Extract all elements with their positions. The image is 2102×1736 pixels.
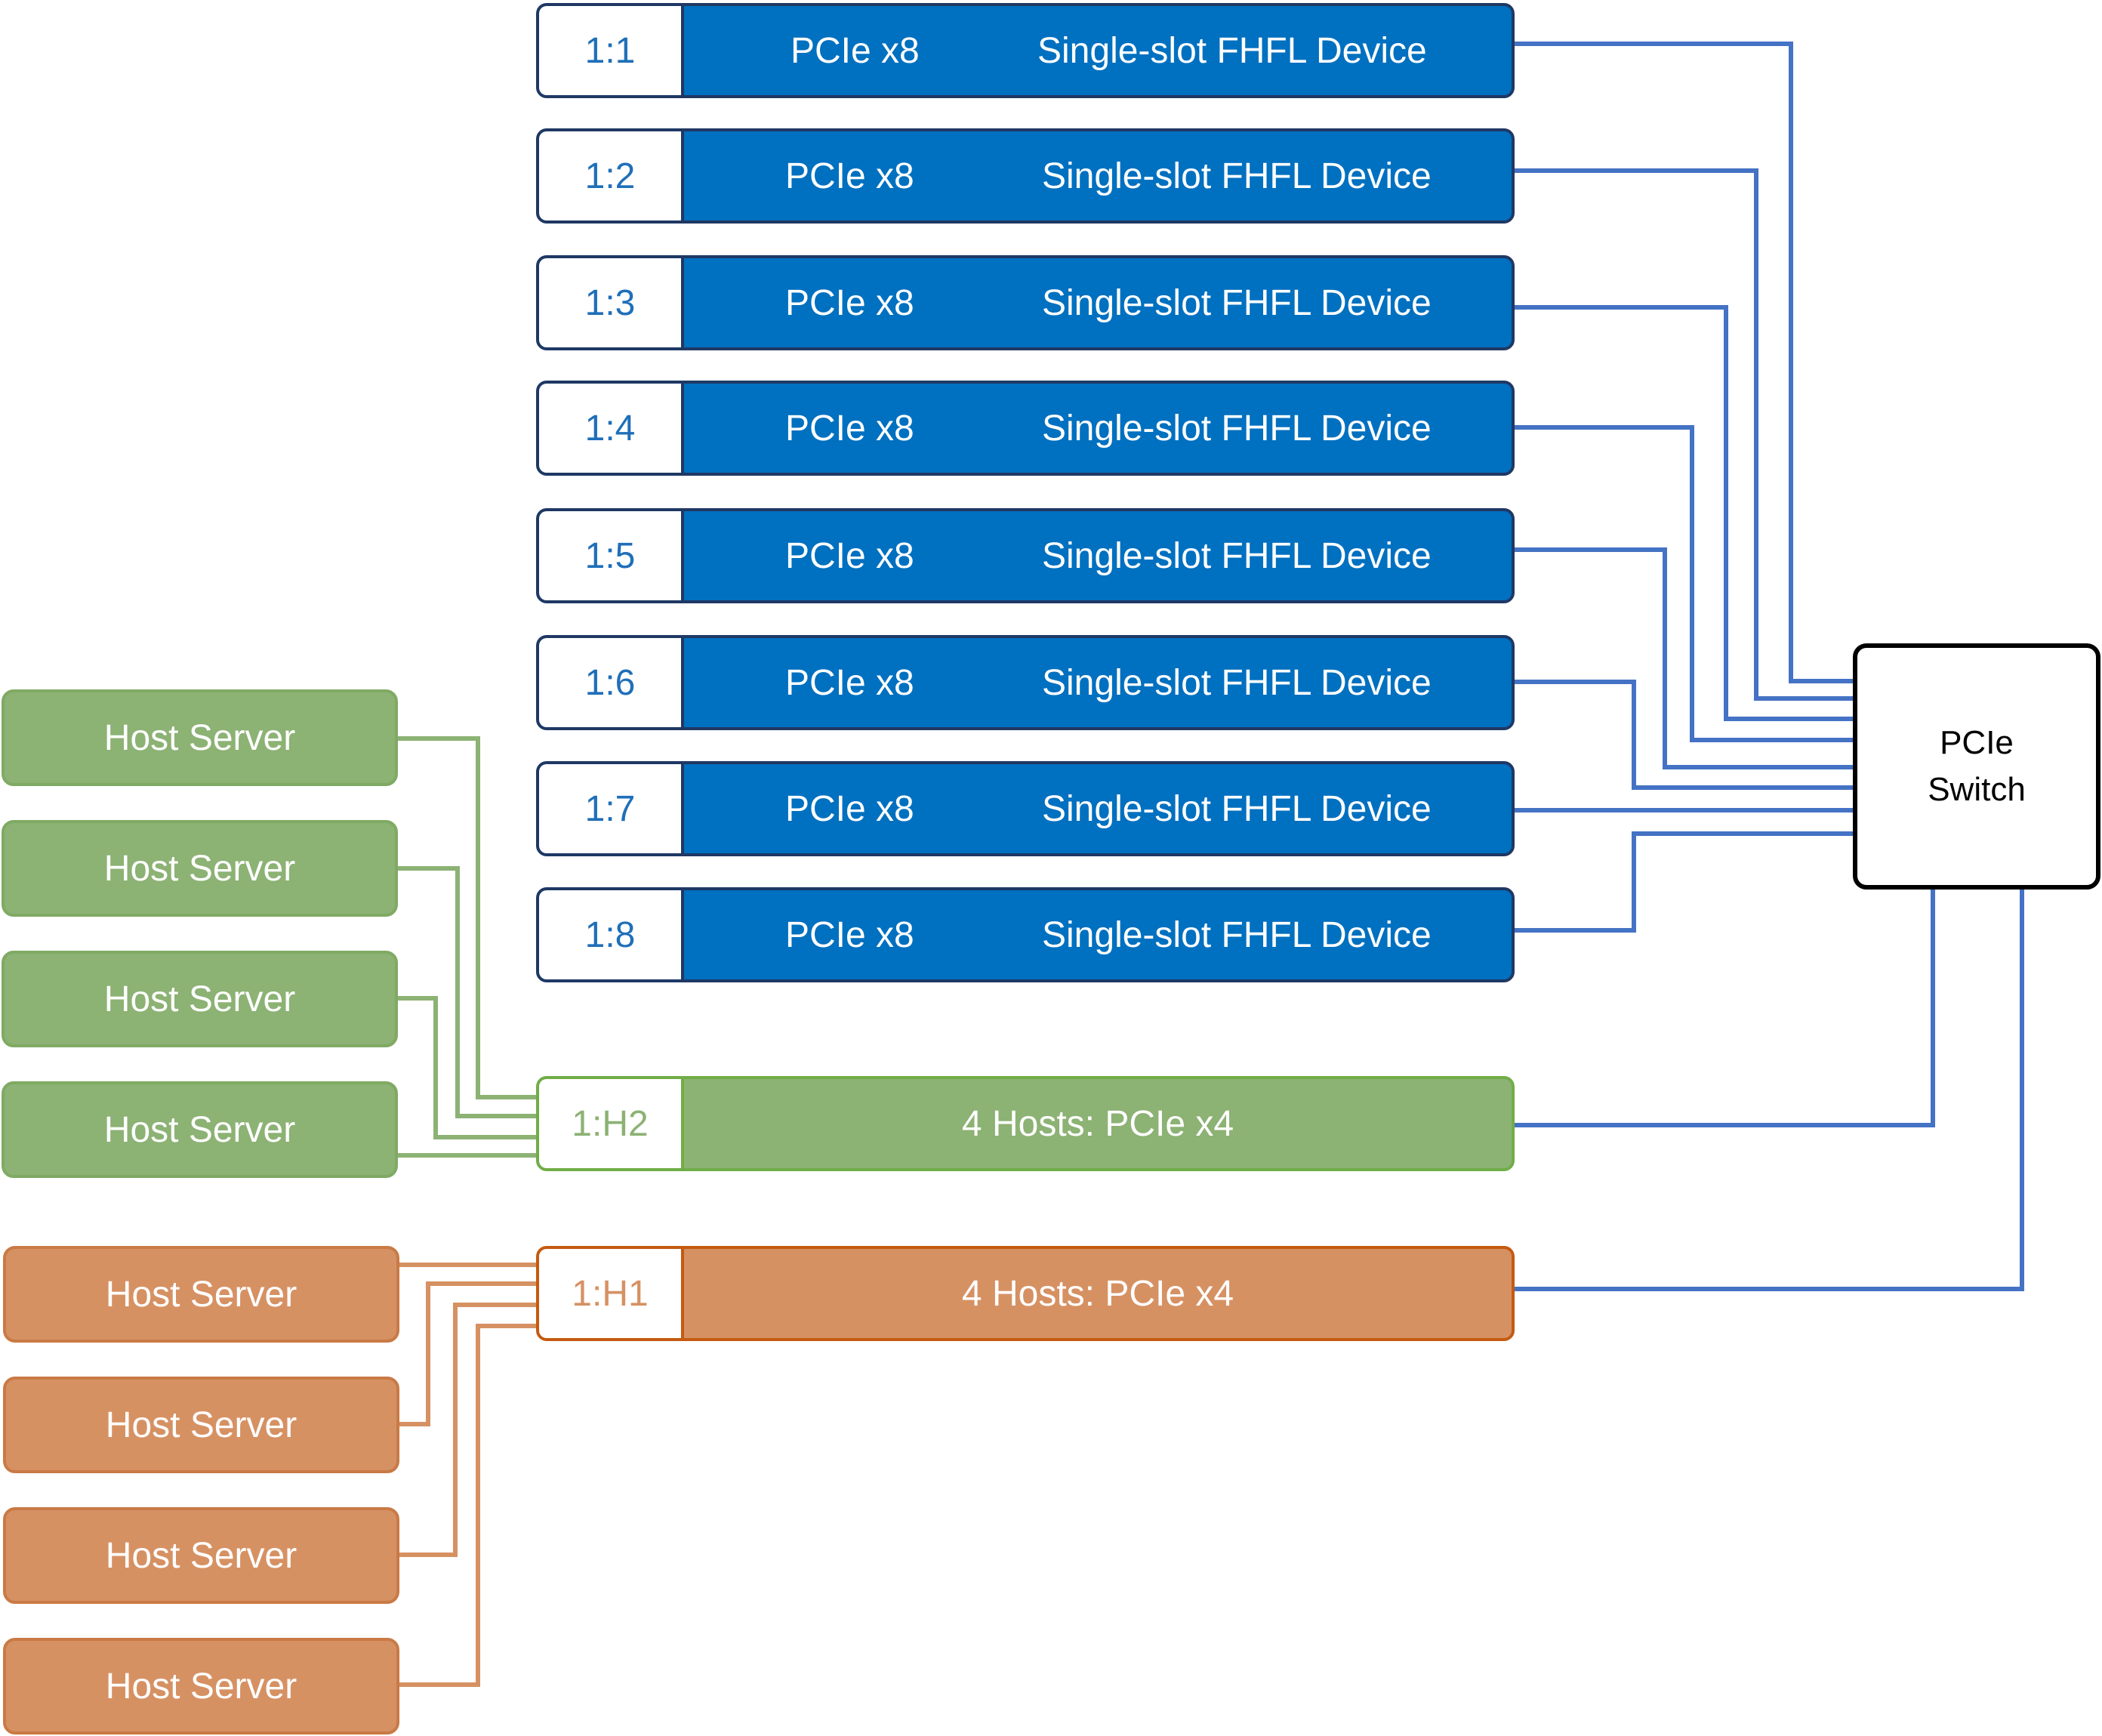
device-slot-8: 1:8 PCIe x8 Single-slot FHFL Device: [536, 887, 1515, 982]
wire-slot-3-to-switch: [1515, 305, 1853, 721]
host-slot-label: 4 Hosts: PCIe x4: [961, 1273, 1234, 1314]
slot-id: 1:7: [539, 764, 684, 853]
slot-id: 1:8: [539, 890, 684, 979]
slot-device-label: Single-slot FHFL Device: [1042, 535, 1432, 576]
wire-slot-1-to-switch: [1515, 42, 1853, 683]
wire-orange-host-2: [399, 1281, 536, 1426]
wire-slot-6-to-switch: [1515, 680, 1853, 790]
slot-device-label: Single-slot FHFL Device: [1037, 30, 1427, 71]
slot-link-width: PCIe x8: [785, 662, 914, 703]
slot-id: 1:1: [539, 6, 684, 95]
slot-device-label: Single-slot FHFL Device: [1042, 408, 1432, 449]
wire-green-host-3: [398, 996, 536, 1139]
green-host-server-4: Host Server: [2, 1081, 398, 1178]
slot-link-width: PCIe x8: [791, 30, 920, 71]
orange-host-server-3: Host Server: [3, 1507, 399, 1604]
wire-h2-to-switch: [1515, 890, 1935, 1127]
slot-id: 1:5: [539, 511, 684, 600]
switch-label-line1: PCIe: [1940, 724, 2014, 761]
switch-label-line2: Switch: [1928, 771, 2026, 808]
slot-link-width: PCIe x8: [785, 788, 914, 829]
device-slot-3: 1:3 PCIe x8 Single-slot FHFL Device: [536, 255, 1515, 350]
slot-device-label: Single-slot FHFL Device: [1042, 662, 1432, 703]
slot-device-label: Single-slot FHFL Device: [1042, 282, 1432, 323]
wire-green-host-1: [398, 736, 536, 1099]
pcie-switch: PCIe Switch: [1853, 643, 2100, 890]
device-slot-6: 1:6 PCIe x8 Single-slot FHFL Device: [536, 635, 1515, 730]
device-slot-4: 1:4 PCIe x8 Single-slot FHFL Device: [536, 381, 1515, 476]
slot-link-width: PCIe x8: [785, 535, 914, 576]
slot-link-width: PCIe x8: [785, 914, 914, 955]
device-slot-2: 1:2 PCIe x8 Single-slot FHFL Device: [536, 128, 1515, 224]
wire-orange-host-3: [399, 1303, 536, 1557]
wire-slot-5-to-switch: [1515, 547, 1853, 769]
slot-id: 1:4: [539, 384, 684, 473]
slot-device-label: Single-slot FHFL Device: [1042, 156, 1432, 196]
wire-orange-host-4: [399, 1324, 536, 1687]
slot-link-width: PCIe x8: [785, 156, 914, 196]
green-host-server-1: Host Server: [2, 689, 398, 786]
orange-host-server-4: Host Server: [3, 1638, 399, 1734]
slot-link-width: PCIe x8: [785, 282, 914, 323]
wire-green-host-2: [398, 866, 536, 1118]
wire-slot-2-to-switch: [1515, 168, 1853, 701]
slot-device-label: Single-slot FHFL Device: [1042, 788, 1432, 829]
green-host-server-3: Host Server: [2, 951, 398, 1047]
slot-id: 1:6: [539, 638, 684, 727]
host-slot-h2: 1:H2 4 Hosts: PCIe x4: [536, 1076, 1515, 1171]
slot-id: 1:2: [539, 131, 684, 220]
orange-host-server-1: Host Server: [3, 1246, 399, 1343]
host-slot-label: 4 Hosts: PCIe x4: [961, 1103, 1234, 1144]
host-slot-h1: 1:H1 4 Hosts: PCIe x4: [536, 1246, 1515, 1341]
orange-host-server-2: Host Server: [3, 1377, 399, 1473]
wire-slot-8-to-switch: [1515, 831, 1853, 933]
slot-link-width: PCIe x8: [785, 408, 914, 449]
wire-h1-to-switch: [1515, 890, 2024, 1291]
green-host-server-2: Host Server: [2, 820, 398, 917]
slot-id: 1:3: [539, 258, 684, 347]
slot-id: 1:H1: [539, 1249, 684, 1338]
device-slot-1: 1:1 PCIe x8 Single-slot FHFL Device: [536, 3, 1515, 98]
slot-device-label: Single-slot FHFL Device: [1042, 914, 1432, 955]
device-slot-5: 1:5 PCIe x8 Single-slot FHFL Device: [536, 508, 1515, 603]
slot-id: 1:H2: [539, 1079, 684, 1168]
device-slot-7: 1:7 PCIe x8 Single-slot FHFL Device: [536, 761, 1515, 856]
wire-slot-4-to-switch: [1515, 425, 1853, 742]
